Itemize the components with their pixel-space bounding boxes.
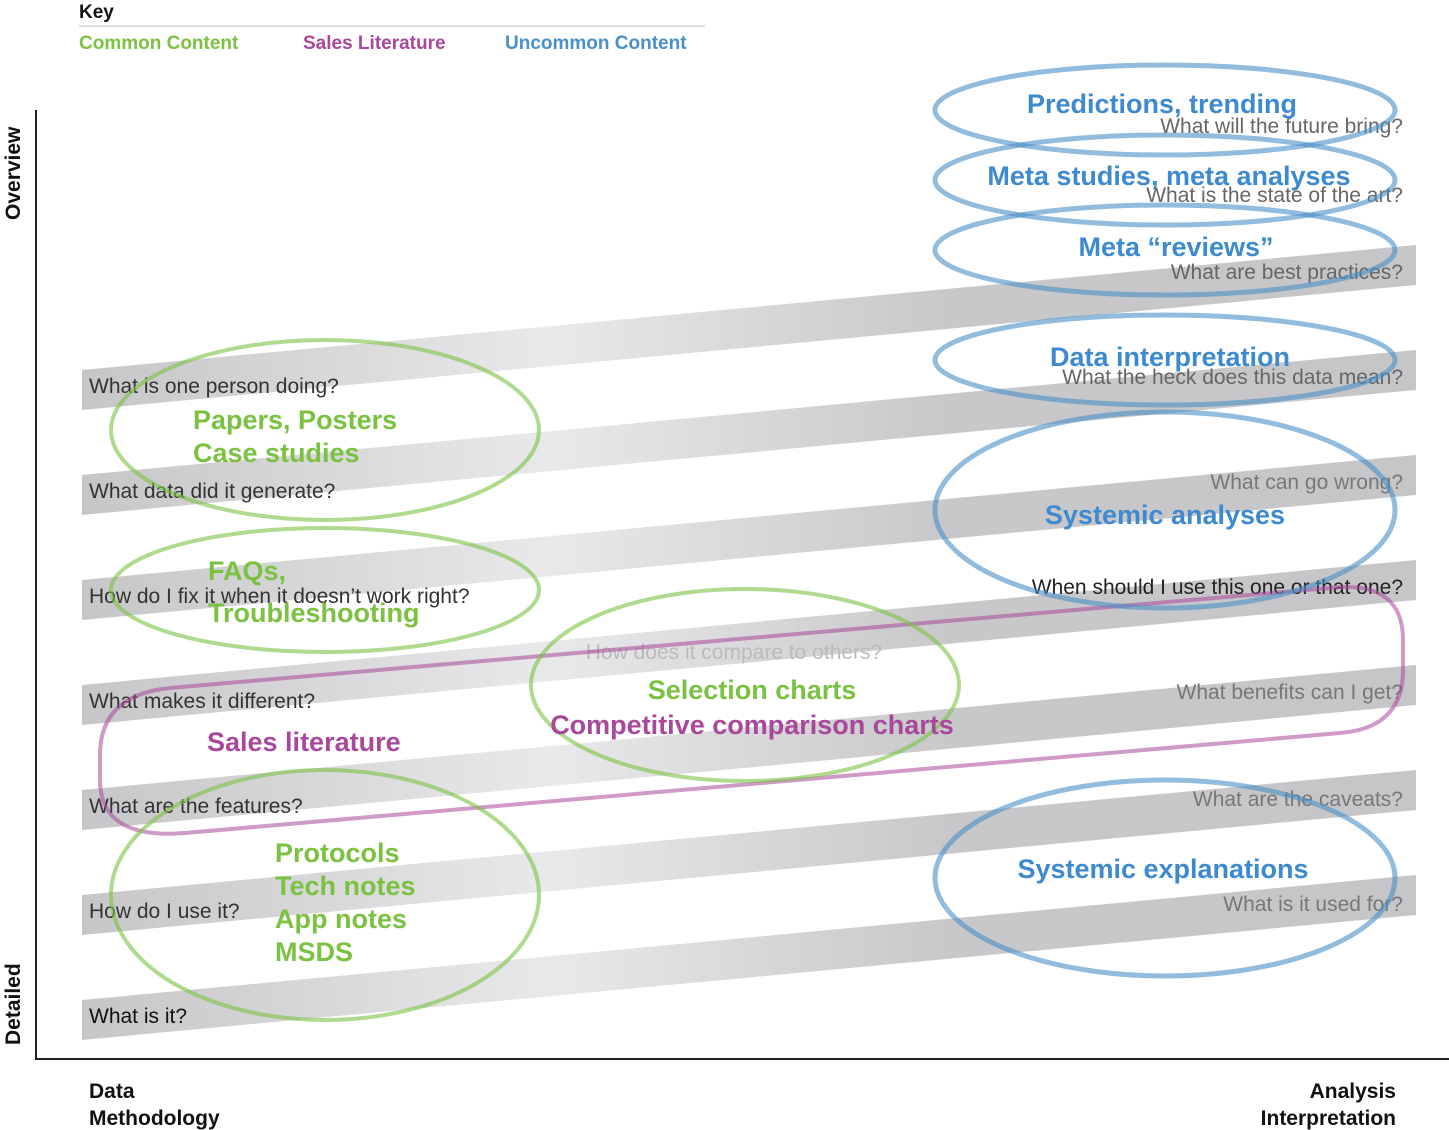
band-2: [82, 455, 1416, 620]
meta-studies-label: Meta studies, meta analyses: [987, 161, 1350, 191]
band-0: [82, 245, 1416, 410]
sales-literature-outline: [98, 585, 1405, 836]
systemic-analyses-ellipse: [932, 409, 1398, 611]
key-uncommon-content: Uncommon Content: [505, 33, 687, 54]
papers-posters-ellipse: [109, 338, 541, 522]
band-1: [82, 350, 1416, 515]
data-interpretation-ellipse: [932, 312, 1398, 408]
band-2-left-question: How do I fix it when it doesn’t work rig…: [89, 585, 470, 608]
band-4-right-question: What benefits can I get?: [1177, 681, 1403, 704]
meta-studies-ellipse: [932, 132, 1398, 228]
band-5: [82, 770, 1416, 935]
band-0-left-question: What is one person doing?: [89, 375, 339, 398]
troubleshooting-label: Troubleshooting: [208, 598, 419, 628]
systemic-explanations-ellipse: [932, 777, 1398, 979]
faqs-label: FAQs,: [208, 556, 286, 586]
x-axis-right-label-1: Analysis: [1310, 1080, 1396, 1103]
band-group: [82, 245, 1416, 1040]
case-studies-label: Case studies: [193, 438, 360, 468]
meta-reviews-label: Meta “reviews”: [1078, 232, 1273, 262]
top-question-1: What is the state of the art?: [1146, 184, 1403, 207]
band-2-right-question: What can go wrong?: [1210, 471, 1403, 494]
systemic-analyses-label: Systemic analyses: [1045, 500, 1285, 530]
x-axis-left-label-1: Data: [89, 1080, 135, 1103]
predictions-label: Predictions, trending: [1027, 89, 1297, 119]
key-common-content: Common Content: [79, 33, 239, 54]
band-5-left-question: How do I use it?: [89, 900, 240, 923]
protocols-ellipse: [109, 768, 541, 1022]
selection-charts-ellipse: [529, 587, 961, 783]
middle-question: How does it compare to others?: [586, 641, 882, 664]
tech-notes-label: Tech notes: [275, 871, 416, 901]
faqs-ellipse: [109, 526, 541, 654]
x-axis-right-label-2: Interpretation: [1261, 1107, 1396, 1130]
band-1-left-question: What data did it generate?: [89, 480, 335, 503]
band-1-right-question: What the heck does this data mean?: [1062, 366, 1403, 389]
meta-reviews-ellipse: [932, 202, 1398, 298]
papers-posters-label: Papers, Posters: [193, 405, 397, 435]
sales-literature-label: Sales literature: [207, 727, 401, 757]
protocols-label: Protocols: [275, 838, 400, 868]
data-interpretation-label: Data interpretation: [1050, 342, 1290, 372]
band-3-left-question: What makes it different?: [89, 690, 315, 713]
key-title: Key: [79, 2, 114, 23]
competitive-comparison-label: Competitive comparison charts: [550, 710, 954, 740]
predictions-ellipse: [932, 62, 1398, 158]
y-axis-top-label: Overview: [2, 126, 25, 220]
y-axis-bottom-label: Detailed: [2, 963, 25, 1045]
top-question-0: What will the future bring?: [1160, 115, 1403, 138]
key-sales-literature: Sales Literature: [303, 33, 446, 54]
x-axis-left-label-2: Methodology: [89, 1107, 220, 1130]
systemic-explanations-label: Systemic explanations: [1017, 854, 1308, 884]
band-6-right-question: What is it used for?: [1223, 893, 1403, 916]
selection-charts-label: Selection charts: [648, 675, 857, 705]
band-4-left-question: What are the features?: [89, 795, 303, 818]
band-6: [82, 875, 1416, 1040]
band-4: [82, 665, 1416, 830]
msds-label: MSDS: [275, 937, 353, 967]
app-notes-label: App notes: [275, 904, 407, 934]
band-3-right-question: When should I use this one or that one?: [1032, 576, 1403, 599]
band-6-left-question: What is it?: [89, 1005, 187, 1028]
